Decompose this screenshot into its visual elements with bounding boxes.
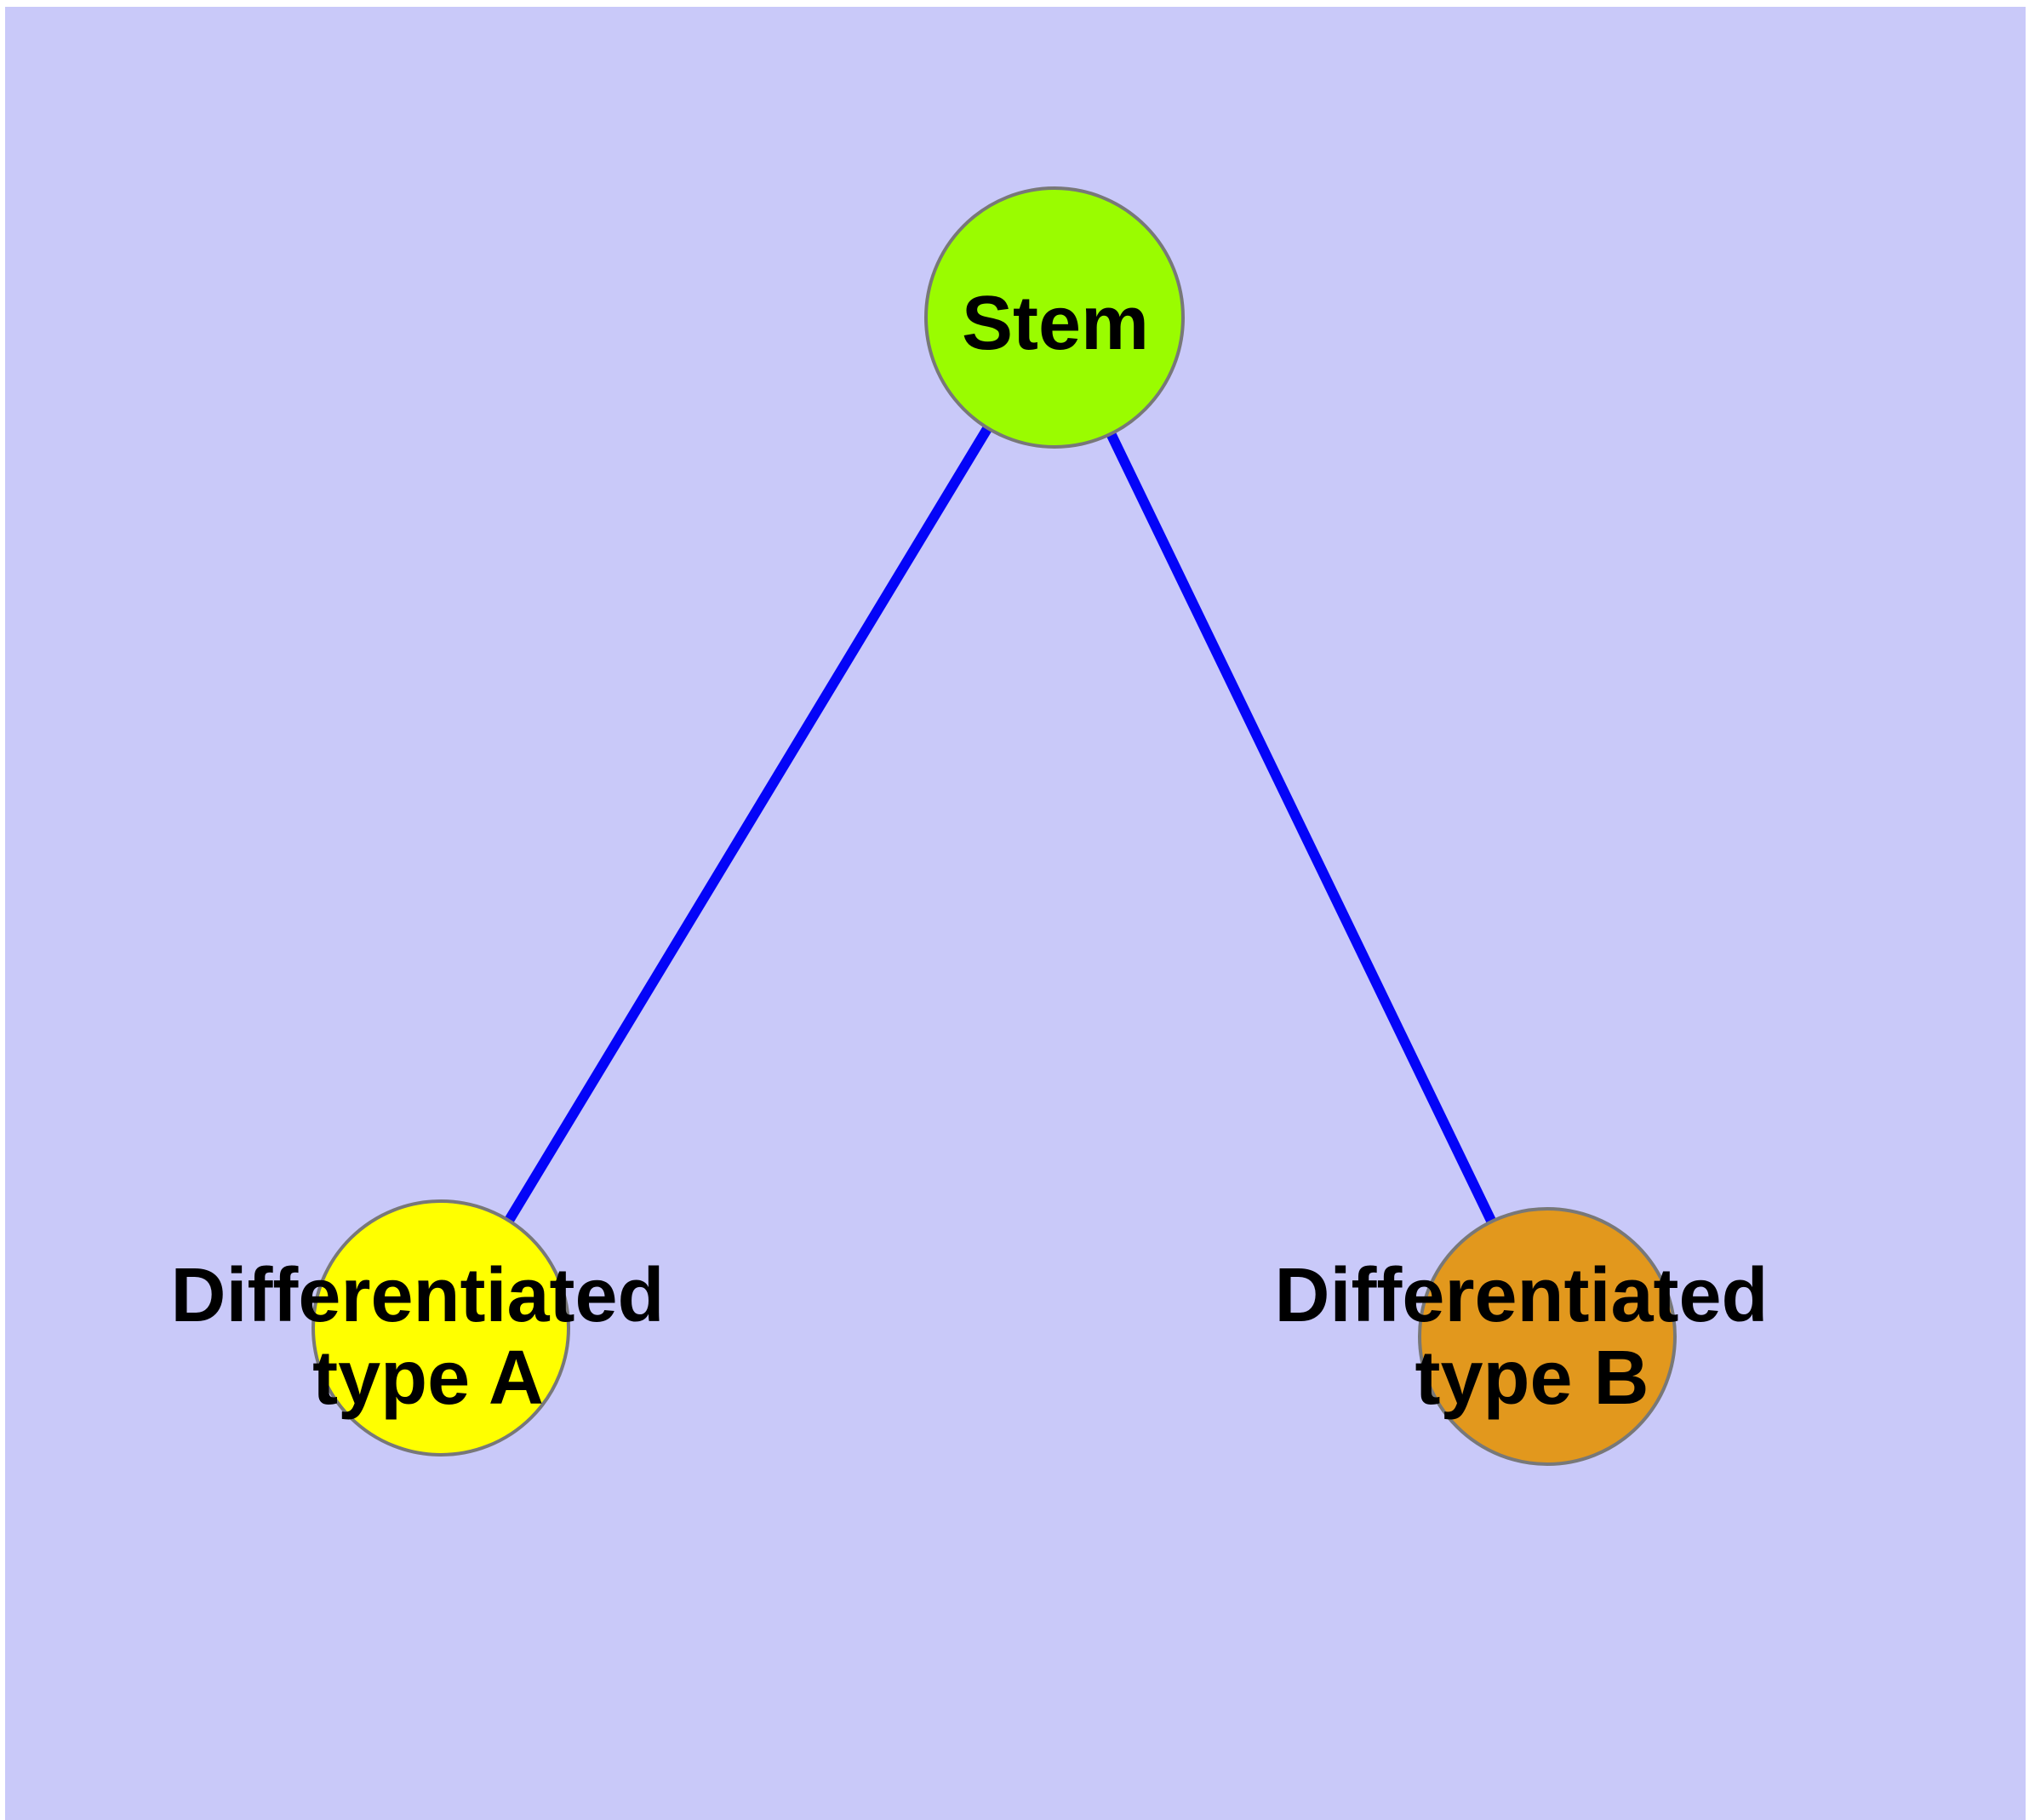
node-stem-label: Stem (962, 281, 1149, 366)
edge-stem-to-type-a (502, 424, 993, 1227)
node-type-b-label-line1: Differentiated (1274, 1253, 1768, 1338)
node-type-a-label-line2: type A (312, 1336, 544, 1421)
node-type-b-label-line2: type B (1415, 1336, 1649, 1421)
node-differentiated-type-b (1418, 1207, 1677, 1466)
node-type-b-label: Differentiated type B (1274, 1253, 1789, 1421)
node-type-a-label: Differentiated type A (170, 1253, 685, 1421)
node-stem (924, 186, 1185, 449)
edge-stem-to-type-b (1106, 431, 1497, 1225)
node-differentiated-type-a (311, 1199, 570, 1457)
node-type-a-label-line1: Differentiated (170, 1253, 664, 1338)
